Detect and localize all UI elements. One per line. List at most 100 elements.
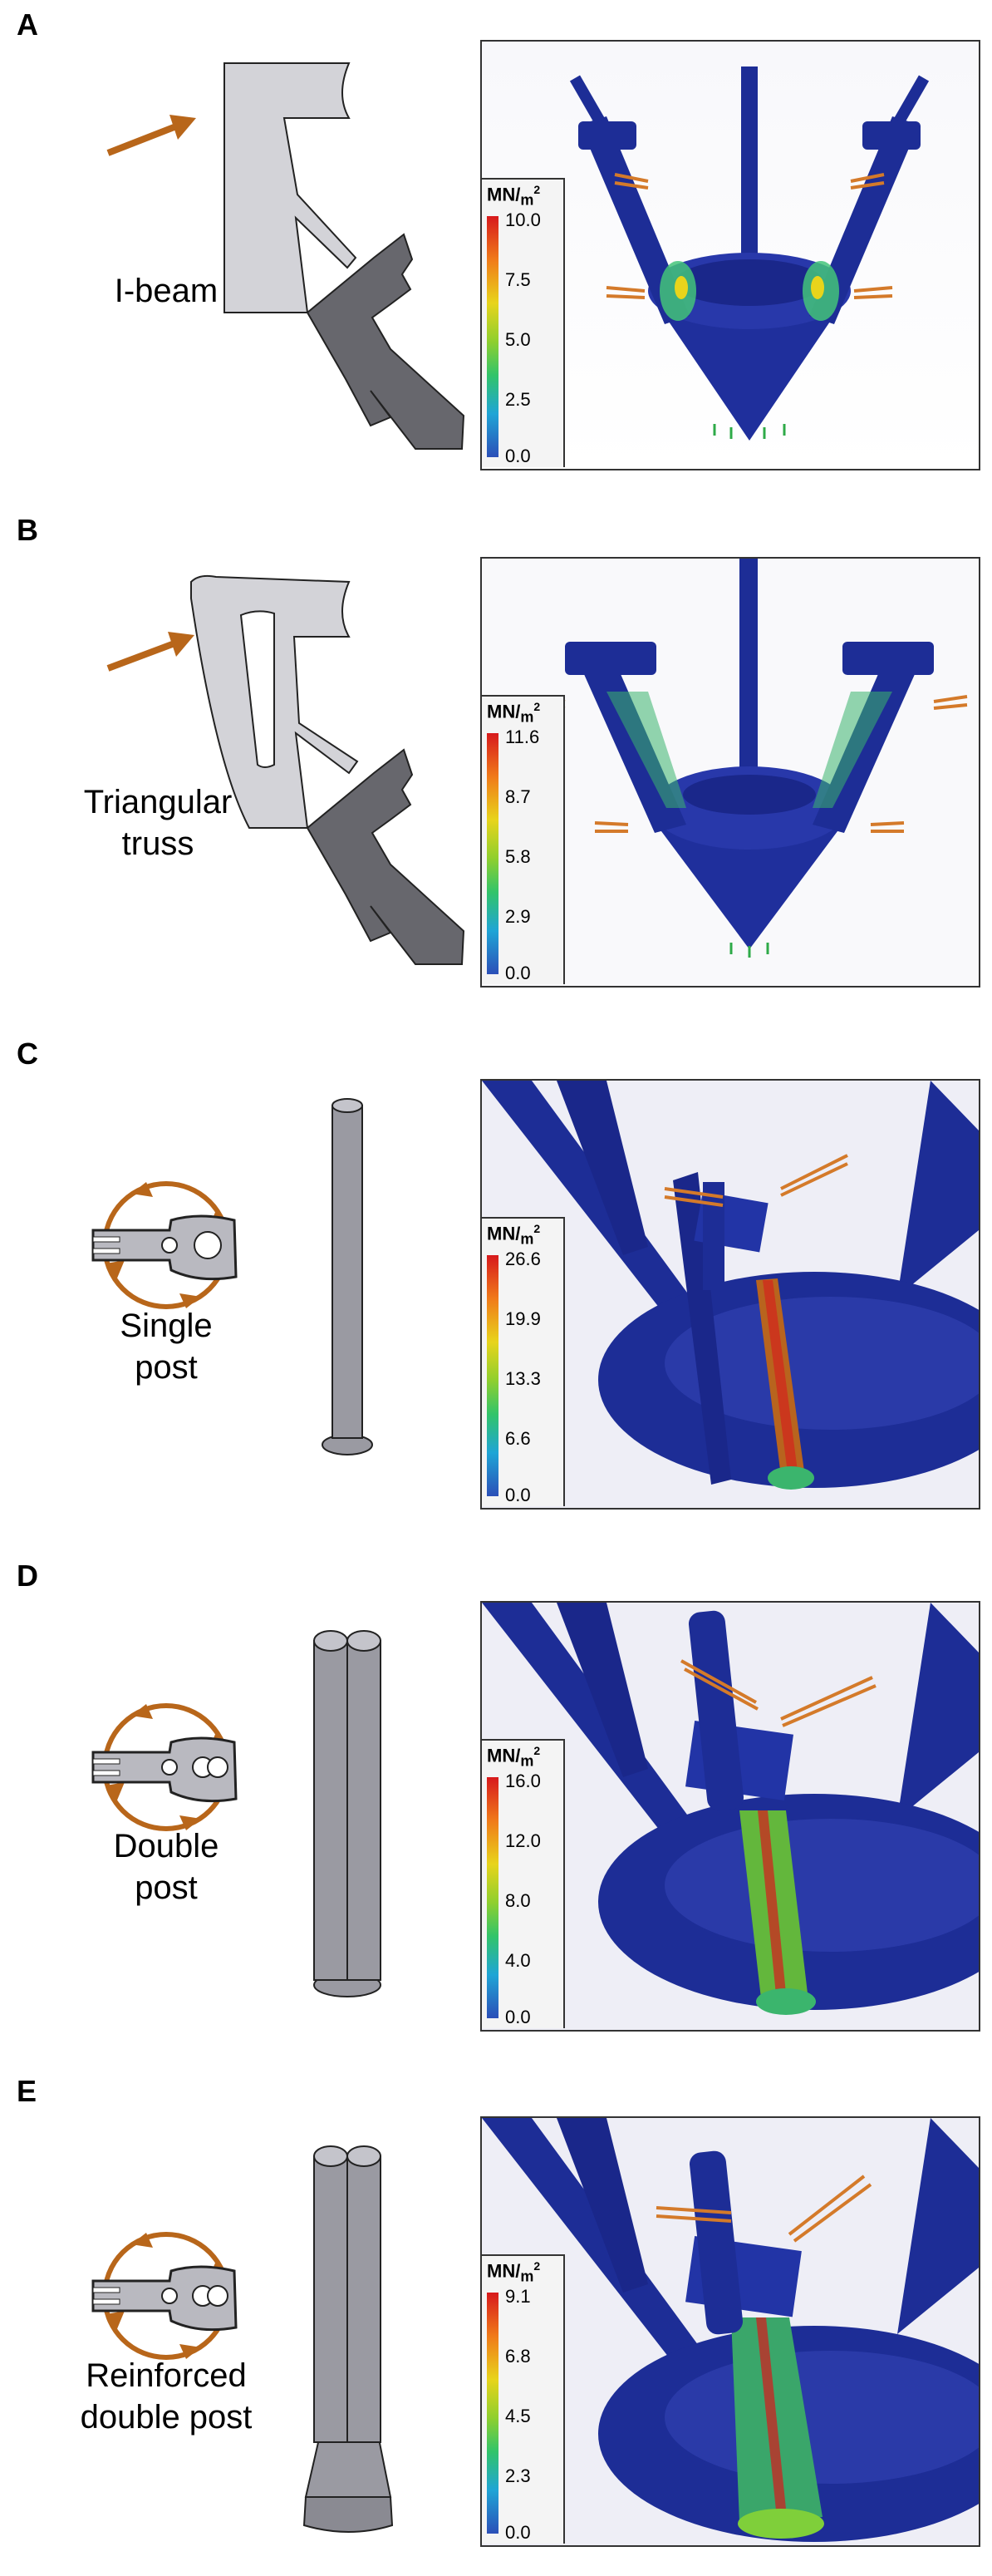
color-scale-bar bbox=[487, 733, 498, 974]
panel-letter: C bbox=[17, 1037, 38, 1071]
stressed-post bbox=[731, 2317, 823, 2522]
simulation-render bbox=[482, 42, 979, 469]
right-clamp bbox=[862, 121, 921, 150]
legend-tick: 4.0 bbox=[505, 1950, 531, 1971]
stress-peak bbox=[811, 276, 824, 299]
cone-base bbox=[656, 825, 842, 949]
load-arrows bbox=[656, 2175, 872, 2243]
stress-hotspot bbox=[738, 2509, 824, 2539]
caption-line: double post bbox=[80, 2399, 253, 2436]
caption-line: I-beam bbox=[114, 273, 219, 309]
legend-tick: 6.6 bbox=[505, 1428, 531, 1449]
legend-tick: 12.0 bbox=[505, 1830, 541, 1851]
caption: Single post bbox=[75, 1305, 258, 1388]
caption-line: post bbox=[135, 1869, 198, 1906]
legend-tick: 2.9 bbox=[505, 906, 531, 927]
right-arm bbox=[809, 116, 919, 324]
legend-unit: MN/m2 bbox=[487, 1744, 541, 1770]
color-scale-bar bbox=[487, 216, 498, 457]
dark-part bbox=[306, 233, 465, 450]
color-scale-bar bbox=[487, 1255, 498, 1496]
legend-unit: MN/m2 bbox=[487, 2259, 541, 2285]
caption-line: Reinforced bbox=[86, 2357, 247, 2394]
stress-legend: MN/m2 10.0 7.5 5.0 2.5 0.0 bbox=[482, 178, 565, 467]
caption-line: post bbox=[135, 1349, 198, 1386]
legend-tick: 0.0 bbox=[505, 2522, 531, 2543]
panel-letter: A bbox=[17, 7, 38, 42]
stress-simulation: MN/m2 9.1 6.8 4.5 2.3 0.0 bbox=[480, 2116, 980, 2547]
legend-tick: 16.0 bbox=[505, 1771, 541, 1791]
caption-line: truss bbox=[121, 825, 194, 862]
right-clamp bbox=[842, 642, 934, 675]
reinforced-double-post-model bbox=[302, 2145, 394, 2533]
truss-cutout bbox=[239, 610, 275, 768]
legend-unit: MN/m2 bbox=[487, 183, 541, 209]
force-arrow bbox=[106, 640, 176, 672]
panel-letter: B bbox=[17, 513, 38, 547]
left-clamp bbox=[565, 642, 656, 675]
force-arrow bbox=[106, 123, 178, 156]
clamp-rotation-icon bbox=[91, 2232, 238, 2360]
legend-tick: 0.0 bbox=[505, 1485, 531, 1505]
ring-top bbox=[675, 259, 824, 306]
legend-tick: 5.8 bbox=[505, 846, 531, 867]
stress-hotspot bbox=[768, 1466, 814, 1490]
color-scale-bar bbox=[487, 1777, 498, 2018]
dark-part bbox=[306, 748, 465, 965]
legend-tick: 7.5 bbox=[505, 269, 531, 290]
legend-tick: 0.0 bbox=[505, 446, 531, 466]
panel-d: D Double post bbox=[0, 1561, 992, 2060]
single-post-model bbox=[322, 1098, 373, 1455]
legend-tick: 11.6 bbox=[505, 727, 540, 747]
legend-tick: 26.6 bbox=[505, 1249, 541, 1269]
clamp-rotation-icon bbox=[91, 1181, 238, 1309]
stress-simulation: MN/m2 16.0 12.0 8.0 4.0 0.0 bbox=[480, 1601, 980, 2032]
stress-legend: MN/m2 9.1 6.8 4.5 2.3 0.0 bbox=[482, 2254, 565, 2544]
stress-hotspot bbox=[606, 692, 686, 808]
color-scale-bar bbox=[487, 2293, 498, 2534]
cone-base bbox=[648, 291, 851, 441]
legend-unit: MN/m2 bbox=[487, 1222, 541, 1248]
legend-tick: 0.0 bbox=[505, 963, 531, 983]
panel-a: A I-beam bbox=[0, 0, 992, 499]
force-arrowhead bbox=[168, 632, 194, 657]
reinforced-double-post-diagram bbox=[91, 2145, 394, 2533]
legend-tick: 5.0 bbox=[505, 329, 531, 350]
light-part bbox=[223, 62, 357, 313]
stress-legend: MN/m2 11.6 8.7 5.8 2.9 0.0 bbox=[482, 695, 565, 984]
panel-b: B Triangular truss bbox=[0, 515, 992, 1014]
panel-c: C Single post bbox=[0, 1039, 992, 1538]
panel-letter: D bbox=[17, 1559, 38, 1593]
left-arm bbox=[580, 116, 690, 324]
legend-tick: 9.1 bbox=[505, 2286, 531, 2307]
load-arrows bbox=[680, 1659, 877, 1727]
stress-simulation: MN/m2 10.0 7.5 5.0 2.5 0.0 bbox=[480, 40, 980, 470]
force-arrowhead bbox=[169, 115, 196, 140]
caption-line: Double bbox=[113, 1828, 219, 1864]
legend-tick: 13.3 bbox=[505, 1368, 541, 1389]
legend-tick: 8.0 bbox=[505, 1890, 531, 1911]
clamp-rotation-icon bbox=[91, 1703, 238, 1831]
legend-tick: 19.9 bbox=[505, 1308, 541, 1329]
legend-tick: 4.5 bbox=[505, 2406, 531, 2426]
stress-peak bbox=[675, 276, 688, 299]
legend-tick: 6.8 bbox=[505, 2346, 531, 2367]
panel-letter: E bbox=[17, 2074, 37, 2108]
caption-line: Single bbox=[120, 1308, 213, 1344]
load-arrows bbox=[664, 1154, 848, 1207]
caption: I-beam bbox=[66, 270, 266, 312]
legend-tick: 10.0 bbox=[505, 209, 541, 230]
legend-tick: 0.0 bbox=[505, 2007, 531, 2027]
legend-tick: 8.7 bbox=[505, 786, 531, 807]
legend-unit: MN/m2 bbox=[487, 700, 541, 726]
caption: Triangular truss bbox=[50, 781, 266, 864]
triangular-truss-diagram bbox=[106, 574, 465, 965]
left-clamp bbox=[578, 121, 636, 150]
stress-simulation: MN/m2 11.6 8.7 5.8 2.9 0.0 bbox=[480, 557, 980, 988]
stress-simulation: MN/m2 26.6 19.9 13.3 6.6 0.0 bbox=[480, 1079, 980, 1510]
stress-hotspot bbox=[813, 692, 892, 808]
i-beam-diagram bbox=[106, 62, 465, 450]
simulation-render bbox=[482, 1603, 979, 2030]
double-post-diagram bbox=[91, 1630, 381, 1997]
double-post-model bbox=[313, 1630, 381, 1997]
